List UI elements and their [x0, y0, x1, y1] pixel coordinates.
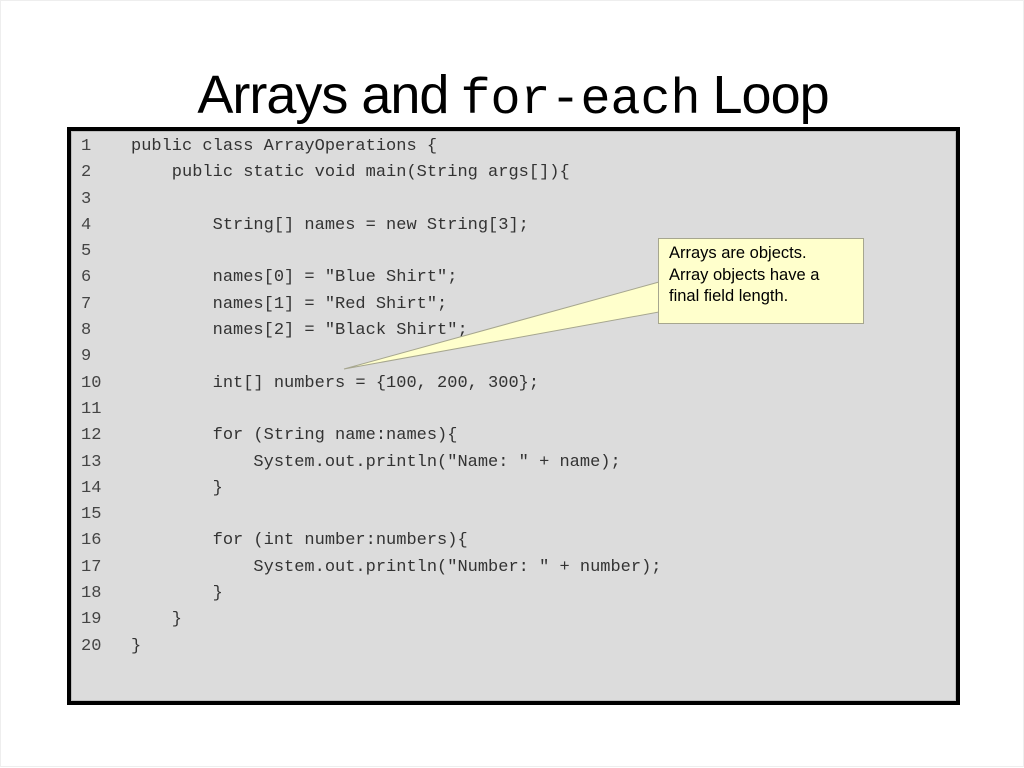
code-text: for (int number:numbers){ — [131, 531, 468, 551]
line-number: 13 — [81, 452, 102, 472]
code-line: 19 } — [81, 607, 662, 633]
code-line: 3 — [81, 187, 662, 213]
line-number: 10 — [81, 373, 102, 393]
code-line: 7 names[1] = "Red Shirt"; — [81, 292, 662, 318]
line-number: 5 — [81, 242, 92, 262]
code-line: 18 } — [81, 581, 662, 607]
code-line: 13 System.out.println("Name: " + name); — [81, 450, 662, 476]
code-text: } — [131, 478, 223, 498]
code-line: 1 public class ArrayOperations { — [81, 134, 662, 160]
code-text: int[] numbers = {100, 200, 300}; — [131, 373, 540, 393]
line-number: 19 — [81, 610, 102, 630]
code-line: 8 names[2] = "Black Shirt"; — [81, 318, 662, 344]
code-line: 14 } — [81, 476, 662, 502]
line-number: 4 — [81, 215, 92, 235]
line-number: 16 — [81, 531, 102, 551]
line-number: 9 — [81, 347, 92, 367]
callout-line: Arrays are objects. — [669, 244, 807, 262]
line-number: 12 — [81, 426, 102, 446]
callout-line: Array objects have a — [669, 265, 820, 284]
line-number: 17 — [81, 557, 102, 577]
code-listing: 1 public class ArrayOperations { 2 public… — [67, 127, 960, 705]
code-line: 9 — [81, 344, 662, 370]
line-number: 1 — [81, 137, 92, 156]
code-text: names[2] = "Black Shirt"; — [131, 321, 468, 341]
code-line: 12 for (String name:names){ — [81, 423, 662, 449]
title-text-part1: Arrays and — [197, 65, 449, 125]
code-line: 10 int[] numbers = {100, 200, 300}; — [81, 371, 662, 397]
line-number: 15 — [81, 505, 102, 525]
code-line: 2 public static void main(String args[])… — [81, 160, 662, 186]
line-number: 8 — [81, 321, 92, 341]
code-line: 15 — [81, 502, 662, 528]
line-number: 7 — [81, 294, 92, 314]
callout-note: Arrays are objects. Array objects have a… — [658, 238, 864, 324]
line-number: 2 — [81, 163, 92, 183]
line-number: 14 — [81, 478, 102, 498]
title-text-part2: Loop — [712, 65, 830, 125]
code-text: System.out.println("Number: " + number); — [131, 557, 662, 577]
code-text: System.out.println("Name: " + name); — [131, 452, 621, 472]
code-text: public static void main(String args[]){ — [131, 163, 570, 183]
code-line: 5 — [81, 239, 662, 265]
code-line: 16 for (int number:numbers){ — [81, 528, 662, 554]
code-line: 4 String[] names = new String[3]; — [81, 213, 662, 239]
line-number: 11 — [81, 399, 102, 419]
line-number: 3 — [81, 189, 92, 209]
code-line: 6 names[0] = "Blue Shirt"; — [81, 265, 662, 291]
code-lines: 1 public class ArrayOperations { 2 public… — [81, 134, 662, 660]
line-number: 6 — [81, 268, 92, 288]
code-text: } — [131, 584, 223, 604]
code-line: 17 System.out.println("Number: " + numbe… — [81, 555, 662, 581]
code-text: for (String name:names){ — [131, 426, 458, 446]
code-text: names[0] = "Blue Shirt"; — [131, 268, 458, 288]
code-text: String[] names = new String[3]; — [131, 215, 529, 235]
callout-line: final field length. — [669, 287, 789, 305]
code-text: } — [131, 610, 183, 630]
code-line: 11 — [81, 397, 662, 423]
line-number: 18 — [81, 584, 102, 604]
title-code-keyword: for-each — [460, 72, 701, 129]
code-text: names[1] = "Red Shirt"; — [131, 294, 448, 314]
code-text: } — [131, 636, 142, 656]
line-number: 20 — [81, 636, 102, 656]
code-text: public class ArrayOperations { — [131, 137, 438, 156]
code-line: 20} — [81, 634, 662, 660]
